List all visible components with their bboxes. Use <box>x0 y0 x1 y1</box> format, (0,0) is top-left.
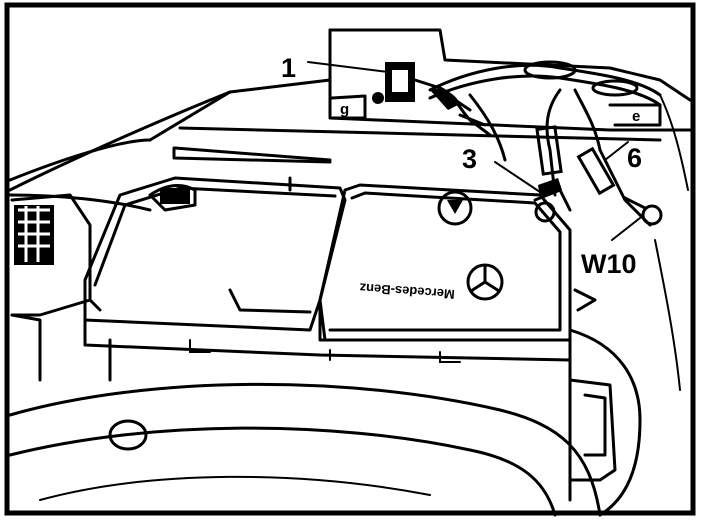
battery: Mercedes-Benz <box>8 176 572 502</box>
callout-6: 6 <box>627 143 642 173</box>
panel-tag-right: e <box>608 103 662 127</box>
battery-brand-label: Mercedes-Benz <box>359 280 456 302</box>
fuse-box <box>10 193 102 382</box>
leader-w10 <box>611 217 641 241</box>
callout-1: 1 <box>281 53 296 83</box>
svg-text:g: g <box>340 101 349 118</box>
recycle-symbol-icon <box>437 190 473 226</box>
mercedes-star-icon <box>466 263 504 301</box>
leader-6 <box>604 141 629 161</box>
panel-tag-left: g <box>330 94 367 120</box>
battery-bracket <box>568 288 642 517</box>
leader-3 <box>494 161 541 193</box>
spare-wheel-well <box>8 382 602 517</box>
svg-text:e: e <box>632 108 640 125</box>
callout-leaders <box>307 61 641 241</box>
positive-terminal <box>533 178 572 223</box>
cable-harness <box>428 60 662 227</box>
callout-3: 3 <box>462 144 477 174</box>
leader-1 <box>307 61 389 73</box>
image-frame <box>4 2 696 516</box>
ground-point-w10 <box>623 196 663 226</box>
ground-clip <box>372 62 492 137</box>
engine-compartment-outline <box>8 28 692 391</box>
callout-w10: W10 <box>581 249 637 279</box>
